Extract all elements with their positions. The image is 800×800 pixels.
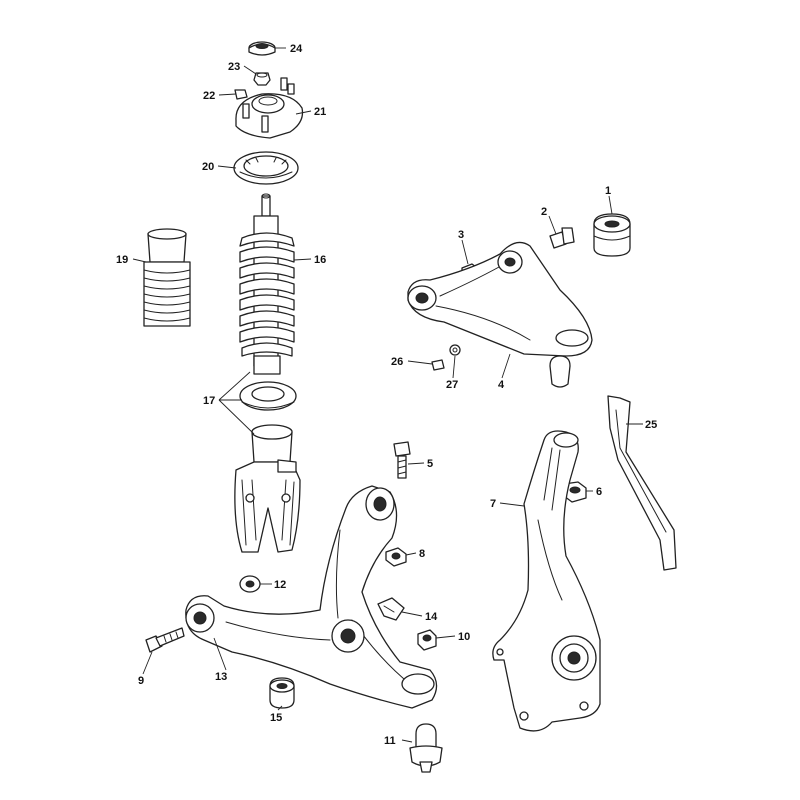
- callout-7: 7: [490, 498, 496, 510]
- callout-6: 6: [596, 486, 602, 498]
- part-27-washer: [449, 344, 461, 356]
- part-15-bushing: [269, 677, 295, 709]
- callout-11: 11: [384, 735, 396, 747]
- callout-8: 8: [419, 548, 425, 560]
- part-10-nut: [417, 629, 437, 651]
- part-2-bolt: [549, 227, 575, 249]
- callout-17: 17: [203, 395, 215, 407]
- callout-22: 22: [203, 90, 215, 102]
- part-4-upper-control-arm: [407, 241, 593, 388]
- callout-5: 5: [427, 458, 433, 470]
- callout-19: 19: [116, 254, 128, 266]
- callout-20: 20: [202, 161, 214, 173]
- part-11-ball-joint: [409, 723, 443, 773]
- part-16-coil-spring-strut: [239, 193, 295, 375]
- leader-lines: [132, 47, 643, 743]
- part-5-bolt: [393, 441, 411, 479]
- part-12-nut: [239, 575, 261, 593]
- callout-25: 25: [645, 419, 657, 431]
- callout-12: 12: [274, 579, 286, 591]
- part-13-lower-control-arm: [185, 485, 438, 709]
- callout-26: 26: [391, 356, 403, 368]
- callout-24: 24: [290, 43, 303, 55]
- callout-21: 21: [314, 106, 326, 118]
- callout-1: 1: [605, 185, 611, 197]
- callout-16: 16: [314, 254, 326, 266]
- callout-14: 14: [425, 611, 438, 623]
- part-9-bolt: [145, 627, 185, 653]
- callout-10: 10: [458, 631, 470, 643]
- callout-9: 9: [138, 675, 144, 687]
- callout-3: 3: [458, 229, 464, 241]
- part-23-nut: [253, 72, 271, 86]
- part-17-lower-seat: [234, 381, 301, 553]
- part-22-nut: [234, 77, 295, 100]
- part-19-dust-boot: [143, 228, 191, 327]
- callout-27: 27: [446, 379, 458, 391]
- part-24-cap: [248, 41, 276, 56]
- part-25-heat-shield: [607, 395, 677, 571]
- part-26-bolt: [431, 359, 445, 371]
- callout-4: 4: [498, 379, 505, 391]
- part-7-steering-knuckle: [492, 430, 601, 732]
- callout-labels: 24 23 22 21 20 16 19 17 1 2 3 4 26 27 25…: [116, 43, 657, 747]
- part-1-bushing: [593, 213, 631, 257]
- callout-2: 2: [541, 206, 547, 218]
- callout-13: 13: [215, 671, 227, 683]
- part-21-upper-mount: [235, 93, 304, 139]
- part-8-nut: [385, 547, 407, 567]
- callout-15: 15: [270, 712, 282, 724]
- part-20-spring-seat: [233, 151, 299, 185]
- callout-23: 23: [228, 61, 240, 73]
- part-14-sensor: [377, 597, 405, 621]
